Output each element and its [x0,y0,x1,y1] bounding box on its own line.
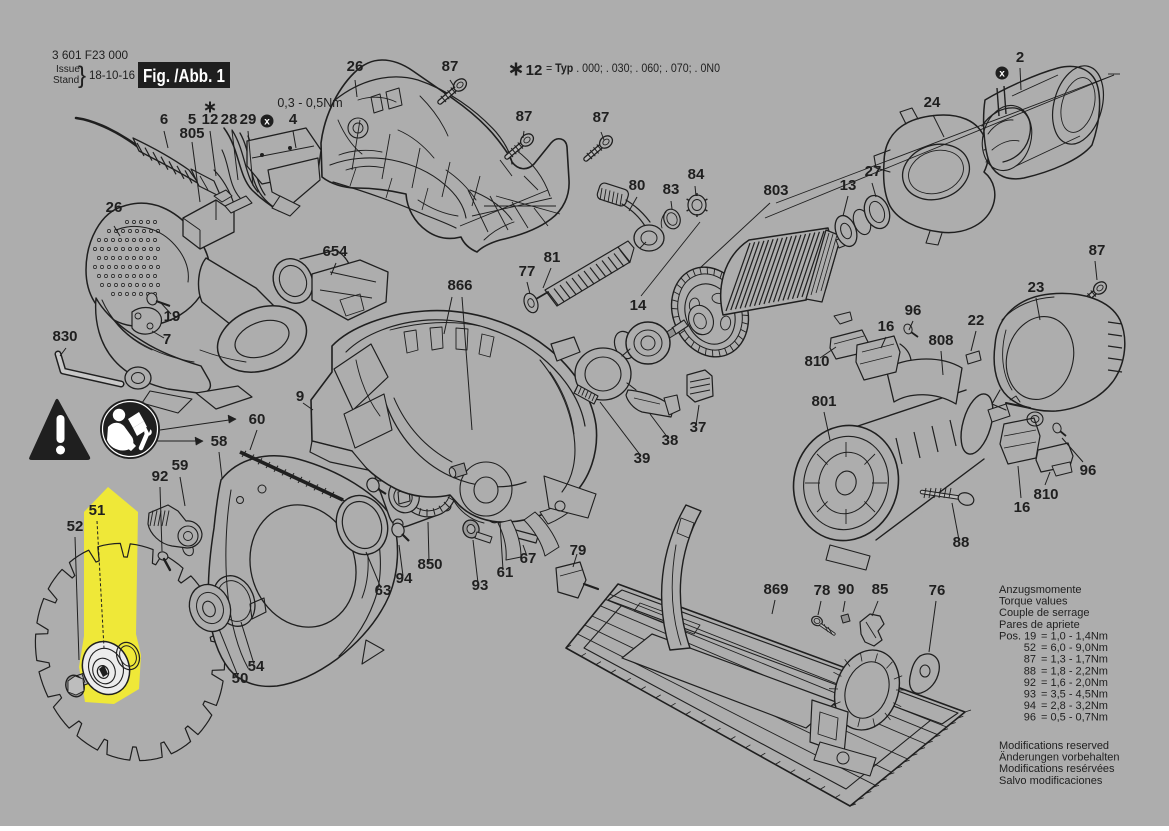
svg-text:Couple de serrage: Couple de serrage [999,607,1090,619]
svg-text:Stand: Stand [53,75,79,86]
svg-text:67: 67 [520,550,537,567]
svg-text:52: 52 [67,518,84,535]
svg-text:93: 93 [472,577,489,594]
svg-text:19: 19 [164,308,181,325]
svg-text:}: } [78,62,86,89]
svg-text:87: 87 [593,109,610,126]
svg-text:x: x [999,69,1005,80]
svg-text:= Typ . 000; . 030; . 060; . 0: = Typ . 000; . 030; . 060; . 070; . 0N0 [546,61,720,75]
svg-text:81: 81 [544,249,561,266]
svg-text:= 1,8 - 2,2Nm: = 1,8 - 2,2Nm [1041,665,1108,677]
svg-text:803: 803 [763,182,788,199]
svg-text:29: 29 [240,111,257,128]
svg-text:85: 85 [872,581,889,598]
svg-text:79: 79 [570,542,587,559]
svg-text:60: 60 [249,411,266,428]
svg-text:61: 61 [497,564,514,581]
svg-text:= 1,3 - 1,7Nm: = 1,3 - 1,7Nm [1041,654,1108,666]
svg-text:92: 92 [152,468,169,485]
svg-text:50: 50 [232,670,249,687]
svg-text:= 6,0 - 9,0Nm: = 6,0 - 9,0Nm [1041,642,1108,654]
svg-text:866: 866 [447,277,472,294]
svg-text:= 1,6 - 2,0Nm: = 1,6 - 2,0Nm [1041,677,1108,689]
svg-text:26: 26 [106,199,123,216]
svg-text:52: 52 [1024,642,1036,654]
svg-text:= 3,5 - 4,5Nm: = 3,5 - 4,5Nm [1041,689,1108,701]
svg-text:9: 9 [296,388,304,405]
svg-text:78: 78 [814,582,831,599]
svg-text:810: 810 [1033,486,1058,503]
svg-text:808: 808 [928,332,953,349]
svg-text:87: 87 [442,58,459,75]
svg-text:88: 88 [953,534,970,551]
svg-text:801: 801 [811,393,836,410]
svg-text:96: 96 [1080,462,1097,479]
svg-text:2: 2 [1016,49,1024,66]
svg-text:87: 87 [516,108,533,125]
svg-text:810: 810 [804,353,829,370]
svg-text:92: 92 [1024,677,1036,689]
svg-text:59: 59 [172,457,189,474]
svg-text:27: 27 [865,163,882,180]
svg-text:16: 16 [1014,499,1031,516]
svg-text:18-10-16: 18-10-16 [89,70,135,82]
svg-text:94: 94 [1024,700,1036,712]
svg-text:14: 14 [630,297,647,314]
svg-text:Fig. /Abb. 1: Fig. /Abb. 1 [143,66,225,86]
svg-text:850: 850 [417,556,442,573]
svg-text:= 0,5 - 0,7Nm: = 0,5 - 0,7Nm [1041,712,1108,724]
svg-text:x: x [264,117,270,128]
svg-text:88: 88 [1024,665,1036,677]
svg-text:654: 654 [322,243,348,260]
svg-text:Torque values: Torque values [999,596,1068,608]
svg-text:96: 96 [905,302,922,319]
svg-text:6: 6 [160,111,168,128]
svg-text:80: 80 [629,177,646,194]
svg-text:12: 12 [526,62,543,79]
svg-text:= 1,0 - 1,4Nm: = 1,0 - 1,4Nm [1041,631,1108,643]
svg-text:58: 58 [211,433,228,450]
svg-text:24: 24 [924,94,941,111]
svg-text:Issue: Issue [56,64,80,75]
svg-text:87: 87 [1089,242,1106,259]
svg-text:0,3 - 0,5Nm: 0,3 - 0,5Nm [277,96,342,110]
svg-text:77: 77 [519,263,536,280]
svg-text:28: 28 [221,111,238,128]
svg-text:4: 4 [289,111,298,128]
svg-text:Salvo modificaciones: Salvo modificaciones [999,775,1103,787]
svg-text:830: 830 [52,328,77,345]
svg-text:83: 83 [663,181,680,198]
svg-text:39: 39 [634,450,651,467]
svg-text:Änderungen vorbehalten: Änderungen vorbehalten [999,752,1119,764]
svg-text:16: 16 [878,318,895,335]
svg-text:Modifications resérvées: Modifications resérvées [999,763,1115,775]
svg-text:26: 26 [347,58,364,75]
svg-text:94: 94 [396,570,413,587]
svg-text:84: 84 [688,166,705,183]
svg-text:23: 23 [1028,279,1045,296]
svg-text:Pares de apriete: Pares de apriete [999,619,1080,631]
svg-text:37: 37 [690,419,707,436]
svg-text:76: 76 [929,582,946,599]
svg-text:= 2,8 - 3,2Nm: = 2,8 - 3,2Nm [1041,700,1108,712]
svg-text:63: 63 [375,582,392,599]
svg-text:96: 96 [1024,712,1036,724]
svg-text:54: 54 [248,658,265,675]
svg-text:Pos. 19: Pos. 19 [999,631,1036,643]
svg-text:869: 869 [763,581,788,598]
svg-text:3 601 F23 000: 3 601 F23 000 [52,48,129,62]
svg-text:Modifications reserved: Modifications reserved [999,740,1109,752]
svg-text:22: 22 [968,312,985,329]
svg-text:90: 90 [838,581,855,598]
svg-text:13: 13 [840,177,857,194]
svg-text:87: 87 [1024,654,1036,666]
svg-text:93: 93 [1024,689,1036,701]
svg-text:Anzugsmomente: Anzugsmomente [999,584,1082,596]
svg-text:51: 51 [89,502,106,519]
svg-text:12: 12 [202,111,219,128]
svg-text:38: 38 [662,432,679,449]
svg-text:7: 7 [163,331,171,348]
